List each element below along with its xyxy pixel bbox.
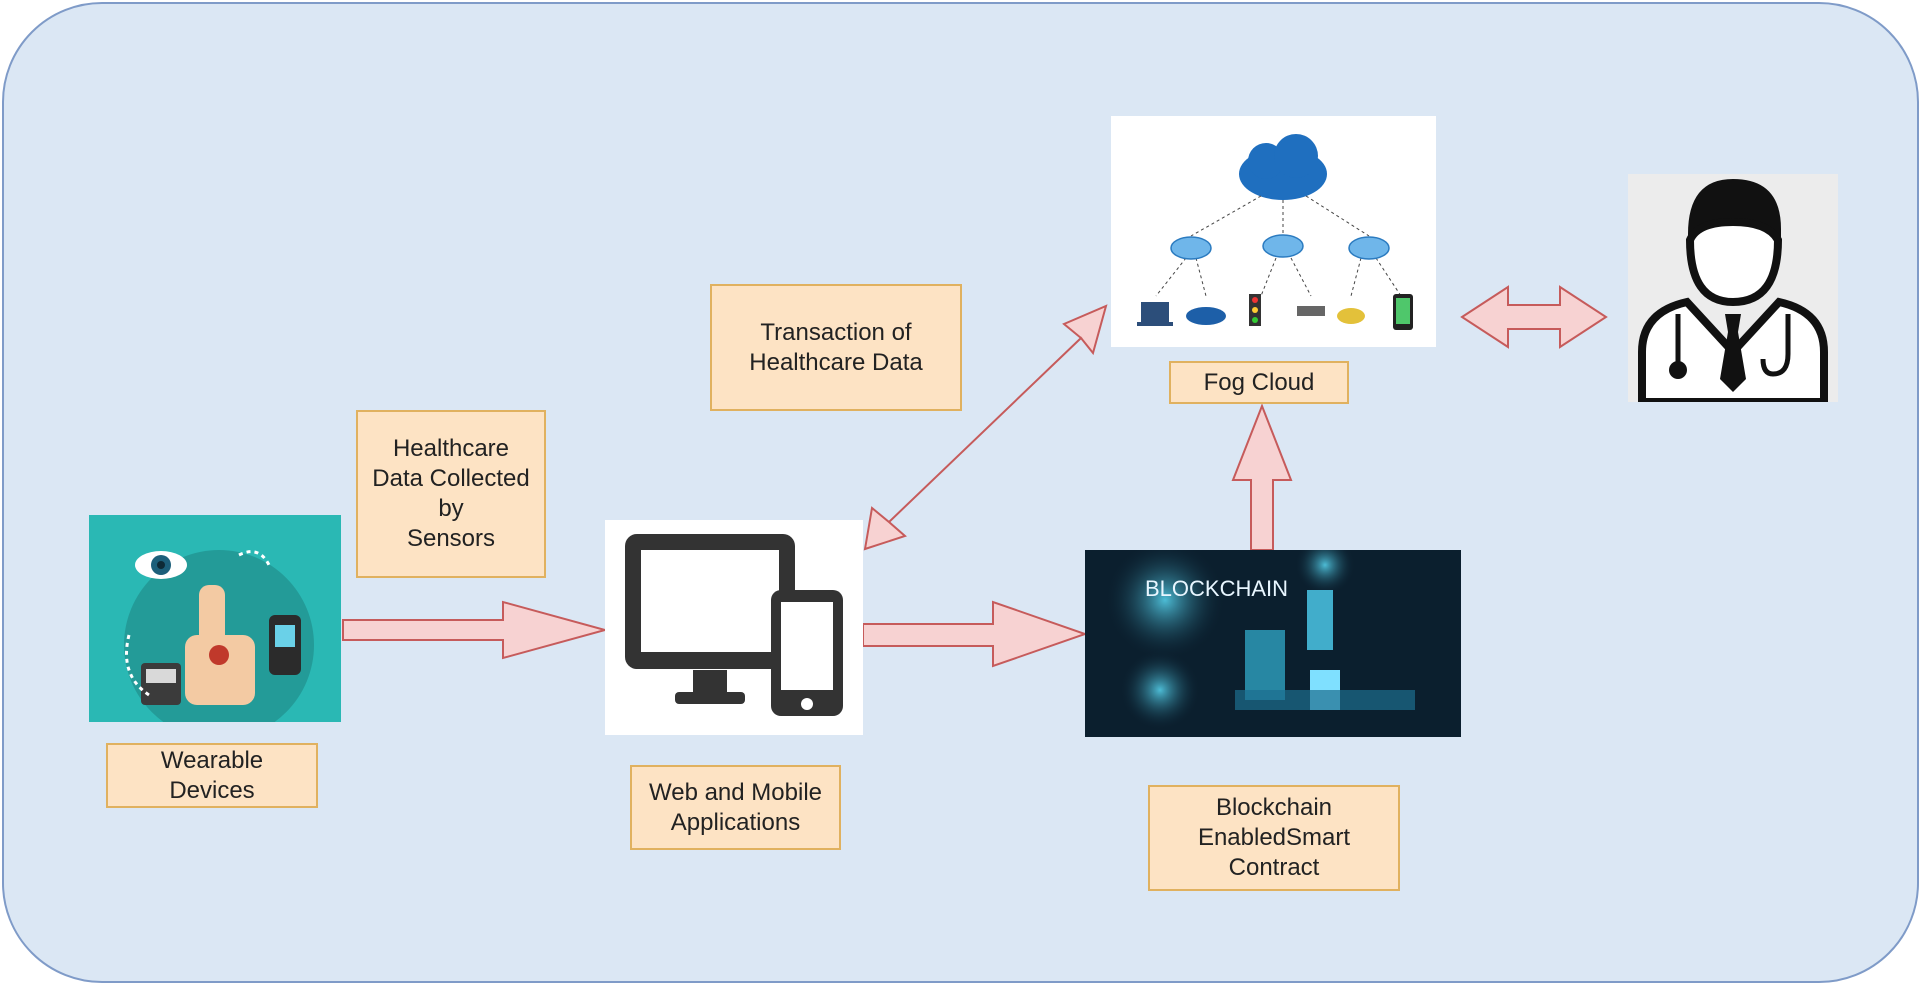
label-fog-cloud: Fog Cloud bbox=[1169, 361, 1349, 404]
doctor-image bbox=[1628, 174, 1838, 402]
fog-architecture-image bbox=[1111, 116, 1436, 347]
label-transaction: Transaction of Healthcare Data bbox=[710, 284, 962, 411]
label-wearable-devices: Wearable Devices bbox=[106, 743, 318, 808]
blockchain-image: BLOCKCHAIN bbox=[1085, 550, 1461, 737]
label-data-collected: Healthcare Data Collected by Sensors bbox=[356, 410, 546, 578]
drone-icon bbox=[1337, 308, 1365, 324]
blockchain-banner-text: BLOCKCHAIN bbox=[1145, 576, 1288, 601]
laptop-icon bbox=[1141, 302, 1169, 322]
web-mobile-image bbox=[605, 520, 863, 735]
fog-node-icon bbox=[1348, 236, 1390, 260]
label-blockchain-contract: Blockchain EnabledSmart Contract bbox=[1148, 785, 1400, 891]
camera-icon bbox=[1297, 306, 1325, 316]
fog-node-icon bbox=[1170, 236, 1212, 260]
fog-node-icon bbox=[1262, 234, 1304, 258]
label-web-mobile: Web and Mobile Applications bbox=[630, 765, 841, 850]
car-icon bbox=[1186, 307, 1226, 325]
wearable-devices-image bbox=[89, 515, 341, 722]
